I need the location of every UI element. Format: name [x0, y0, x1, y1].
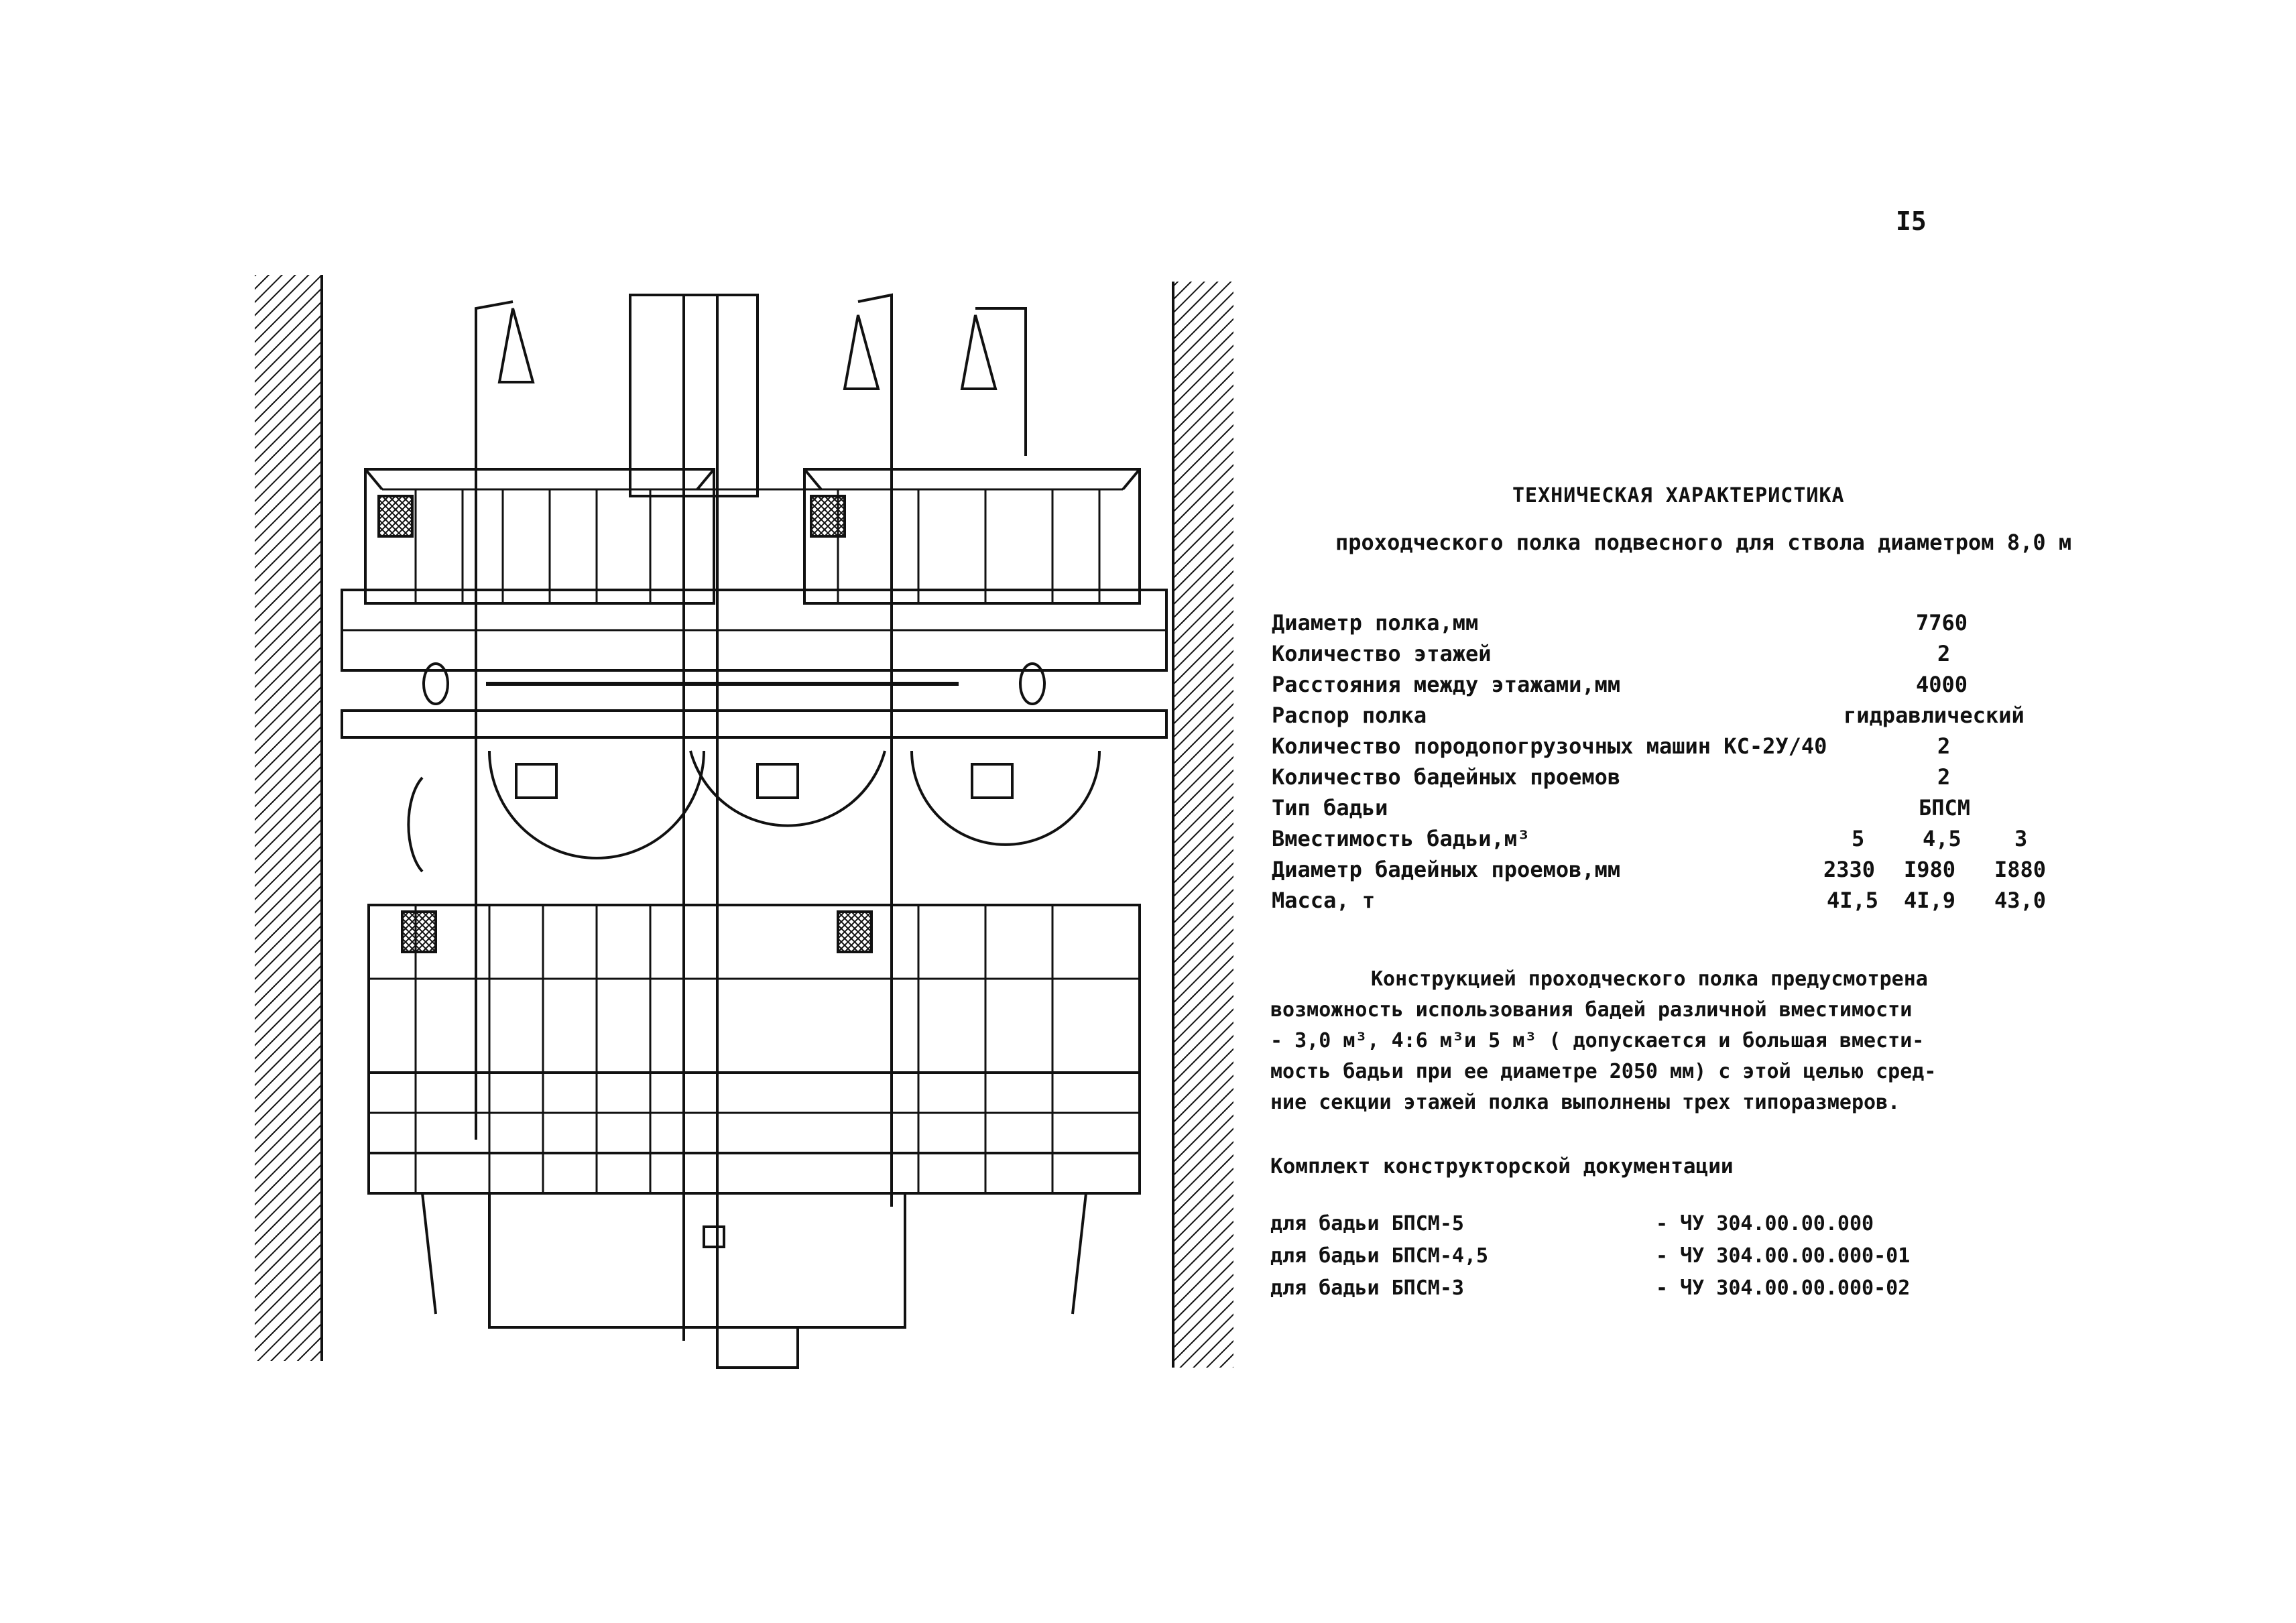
spec-value: 5	[1852, 826, 1865, 851]
spec-value: I980	[1904, 857, 1956, 882]
spec-value: БПСМ	[1919, 795, 1971, 821]
spec-subtitle: проходческого полка подвесного для ствол…	[1335, 530, 2072, 555]
doc-label: для бадьи БПСМ-4,5	[1270, 1244, 1489, 1268]
spec-row: Количество бадейных проемов	[1272, 764, 1620, 794]
spec-label: Расстояния между этажами,мм	[1272, 672, 1621, 697]
description-paragraph: Конструкцией проходческого полка предусм…	[1270, 964, 1981, 1118]
spec-title: ТЕХНИЧЕСКАЯ ХАРАКТЕРИСТИКА	[1512, 484, 1845, 507]
paragraph-line: Конструкцией проходческого полка предусм…	[1371, 967, 1928, 991]
spec-label: Распор полка	[1272, 703, 1427, 728]
paragraph-line: ние секции этажей полка выполнены трех т…	[1270, 1091, 1900, 1114]
spec-label: Количество породопогрузочных машин КС-2У…	[1272, 733, 1827, 759]
spec-row: Масса, т	[1272, 888, 1375, 917]
doc-label: для бадьи БПСМ-3	[1270, 1276, 1464, 1300]
page-number: I5	[1896, 206, 1927, 236]
spec-label: Количество бадейных проемов	[1272, 764, 1621, 790]
spec-value: 3	[2014, 826, 2028, 851]
spec-value: 7760	[1916, 610, 1968, 636]
doc-label: для бадьи БПСМ-5	[1270, 1212, 1464, 1236]
doc-code: - ЧУ 304.00.00.000-01	[1656, 1244, 1911, 1268]
paragraph-line: мость бадьи при ее диаметре 2050 мм) с э…	[1270, 1060, 1937, 1083]
spec-row: Вместимость бадьи,м³	[1272, 826, 1530, 855]
spec-row: Количество породопогрузочных машин КС-2У…	[1272, 733, 1827, 763]
spec-label: Количество этажей	[1272, 641, 1492, 666]
spec-value: 2	[1937, 733, 1951, 759]
paragraph-line: возможность использования бадей различно…	[1270, 998, 1913, 1022]
spec-row: Расстояния между этажами,мм	[1272, 672, 1620, 701]
shaft-platform-drawing	[255, 275, 1233, 1369]
spec-value: 43,0	[1994, 888, 2047, 913]
spec-row: Диаметр полка,мм	[1272, 610, 1478, 640]
spec-row: Количество этажей	[1272, 641, 1492, 670]
doc-code: - ЧУ 304.00.00.000-02	[1656, 1276, 1911, 1300]
spec-row: Распор полка	[1272, 703, 1427, 732]
spec-row: Диаметр бадейных проемов,мм	[1272, 857, 1620, 886]
spec-value: 4,5	[1923, 826, 1961, 851]
spec-value: 2330	[1823, 857, 1876, 882]
spec-row: Тип бадьи	[1272, 795, 1388, 825]
spec-label: Диаметр бадейных проемов,мм	[1272, 857, 1621, 882]
spec-value: гидравлический	[1844, 703, 2025, 728]
spec-label: Диаметр полка,мм	[1272, 610, 1479, 636]
spec-label: Масса, т	[1272, 888, 1376, 913]
spec-label: Вместимость бадьи,м³	[1272, 826, 1530, 851]
spec-value: 4I,9	[1904, 888, 1956, 913]
docs-title: Комплект конструкторской документации	[1270, 1154, 1734, 1179]
spec-value: 4000	[1916, 672, 1968, 697]
spec-value: 2	[1937, 641, 1951, 666]
paragraph-line: - 3,0 м³, 4:6 м³и 5 м³ ( допускается и б…	[1270, 1029, 1925, 1053]
spec-label: Тип бадьи	[1272, 795, 1388, 821]
spec-value: 2	[1937, 764, 1951, 790]
doc-code: - ЧУ 304.00.00.000	[1656, 1212, 1874, 1236]
spec-value: I880	[1994, 857, 2047, 882]
spec-value: 4I,5	[1827, 888, 1879, 913]
